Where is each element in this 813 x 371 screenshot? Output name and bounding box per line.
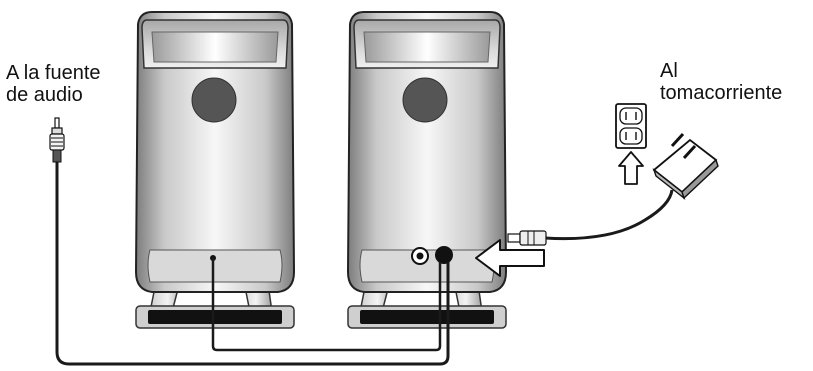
left-speaker bbox=[134, 11, 296, 329]
right-speaker-woofer bbox=[402, 77, 448, 123]
outlet-label-line2: tomacorriente bbox=[660, 82, 783, 104]
left-speaker-body bbox=[134, 11, 296, 293]
up-arrow-icon bbox=[618, 151, 644, 185]
power-adapter-icon bbox=[652, 132, 719, 200]
speaker-link-cable bbox=[211, 258, 442, 352]
wall-outlet-icon bbox=[615, 103, 647, 149]
left-arrow-icon bbox=[475, 239, 545, 277]
right-speaker-cable-grommet bbox=[435, 246, 453, 264]
left-speaker-top-recess bbox=[151, 31, 279, 63]
left-speaker-woofer bbox=[191, 77, 237, 123]
audio-source-label: A la fuente de audio bbox=[6, 62, 101, 106]
left-speaker-bottom-recess bbox=[147, 249, 283, 283]
right-speaker bbox=[346, 11, 508, 329]
right-speaker-top-recess bbox=[363, 31, 491, 63]
right-speaker-base-pad bbox=[360, 310, 494, 324]
audio-source-label-line1: A la fuente bbox=[6, 62, 101, 84]
outlet-label-line1: Al bbox=[660, 60, 678, 82]
left-speaker-base-pad bbox=[148, 310, 282, 324]
audio-plug-icon bbox=[49, 117, 65, 163]
dc-jack-icon bbox=[411, 247, 429, 265]
right-speaker-body bbox=[346, 11, 508, 293]
outlet-label: Al tomacorriente bbox=[660, 60, 782, 104]
audio-source-label-line2: de audio bbox=[6, 84, 83, 106]
audio-input-cable bbox=[55, 160, 450, 366]
dc-plug-icon bbox=[507, 230, 547, 246]
power-cable bbox=[544, 189, 674, 241]
